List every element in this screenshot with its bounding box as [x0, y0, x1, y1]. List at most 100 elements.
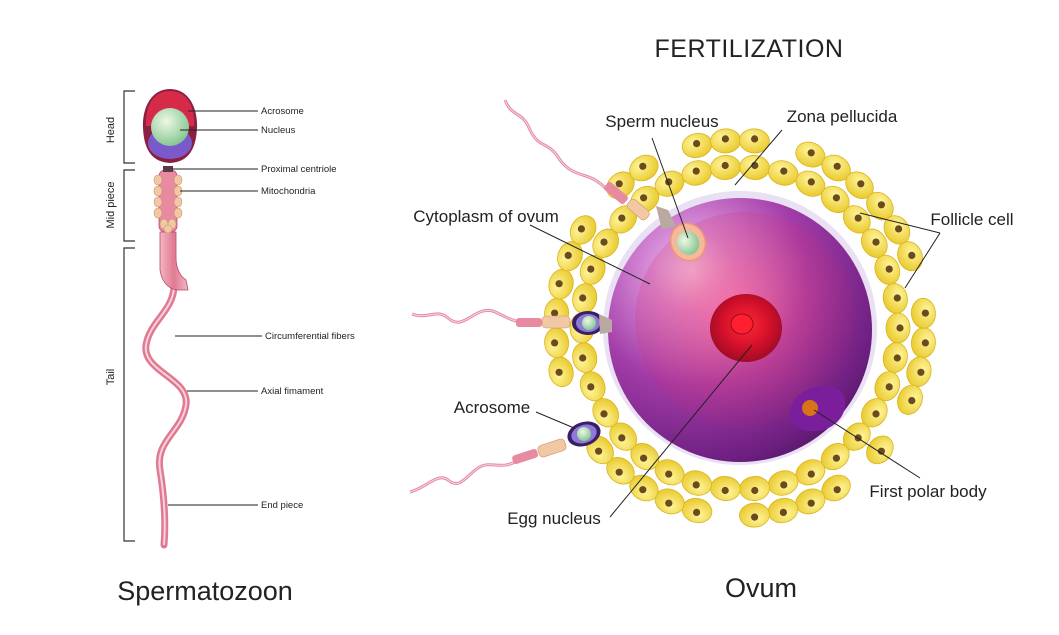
follicle-cell-nucleus: [854, 214, 862, 222]
follicle-cell-nucleus: [640, 454, 648, 462]
tail-bracket: [123, 247, 135, 542]
follicle-cell-nucleus: [639, 162, 647, 170]
follicle-cell-nucleus: [893, 354, 901, 362]
sperm-nucleus-label: Sperm nucleus: [605, 112, 718, 131]
sperm-mito-middle: [541, 315, 571, 329]
follicle-cell-nucleus: [921, 309, 930, 317]
nucleus-label: Nucleus: [261, 125, 296, 136]
follicle-cell-nucleus: [908, 397, 916, 405]
follicle-cell-nucleus: [751, 486, 759, 495]
follicle-cell-nucleus: [908, 251, 916, 259]
circumferential-fibers-label: Circumferential fibers: [265, 331, 355, 342]
follicle-cell-nucleus: [551, 339, 559, 347]
cytoplasm-label: Cytoplasm of ovum: [413, 207, 559, 226]
follicle-cell-nucleus: [857, 180, 865, 188]
follicle-cell-nucleus: [917, 368, 925, 376]
follicle-cell-label: Follicle cell: [930, 210, 1013, 229]
follicle-cell-leader-1: [859, 212, 941, 234]
follicle-cell-nucleus: [665, 470, 673, 478]
follicle-cell-nucleus: [600, 238, 608, 246]
mitochondria-spiral: [153, 174, 183, 234]
follicle-cell-nucleus: [615, 468, 623, 476]
sperm-nucleus-leader: [651, 137, 689, 239]
proximal-centriole-label: Proximal centriole: [261, 164, 337, 175]
follicle-cell-leader-2: [904, 232, 941, 289]
follicle-cell-nucleus: [833, 486, 841, 494]
follicle-cell-nucleus: [885, 383, 893, 391]
sperm-head-nucleus: [151, 108, 189, 146]
follicle-cell-nucleus: [779, 508, 788, 516]
follicle-cell-nucleus: [693, 140, 701, 148]
head-bracket: [123, 90, 135, 164]
follicle-cell-nucleus: [721, 486, 729, 495]
follicle-cell-nucleus: [692, 481, 700, 489]
follicle-cell-nucleus: [665, 499, 673, 507]
proximal-centriole: [163, 166, 173, 172]
follicle-cell-nucleus: [693, 508, 701, 516]
follicle-cell-nucleus: [895, 225, 903, 233]
follicle-cell-nucleus: [692, 167, 700, 175]
follicle-cell-nucleus: [807, 470, 815, 478]
sperm-mito-top: [626, 199, 650, 221]
follicle-cell-nucleus: [780, 167, 788, 175]
mid-piece-region-label: Mid piece: [105, 181, 117, 228]
sperm-mito-bottom: [537, 438, 567, 458]
acrosome-ovum-label: Acrosome: [454, 398, 531, 417]
egg-nucleus-leader: [609, 344, 753, 518]
cytoplasm-leader: [529, 224, 651, 285]
follicle-cell-nucleus: [893, 294, 901, 302]
egg-nucleus-label: Egg nucleus: [507, 509, 601, 528]
sperm-midpiece-middle: [516, 318, 542, 327]
first-polar-body-leader: [813, 409, 921, 479]
axial-filament-label: Axial fimament: [261, 386, 324, 397]
follicle-cell-nucleus: [877, 201, 886, 209]
polar-body-nucleus: [802, 400, 818, 416]
mid-piece-bracket: [123, 169, 135, 242]
follicle-cell-nucleus: [577, 225, 586, 233]
mitochondria-label: Mitochondria: [261, 186, 316, 197]
follicle-cell-nucleus: [751, 513, 759, 521]
acrosome-label: Acrosome: [261, 106, 304, 117]
follicle-cells: [544, 128, 936, 528]
follicle-cell-nucleus: [579, 354, 587, 362]
end-piece-label: End piece: [261, 500, 303, 511]
zona-pellucida-leader: [734, 129, 783, 186]
zona-pellucida-label: Zona pellucida: [787, 107, 898, 126]
follicle-cell-nucleus: [640, 194, 648, 202]
ovum-caption: Ovum: [725, 573, 797, 603]
follicle-cell-nucleus: [618, 214, 626, 222]
follicle-cell-nucleus: [564, 251, 572, 259]
sperm-tail-bottom: [409, 460, 516, 494]
follicle-cell-nucleus: [615, 180, 623, 188]
acrosome-ovum-leader: [535, 411, 575, 429]
sperm-entry-zona: [656, 206, 676, 230]
diagram-title: FERTILIZATION: [655, 35, 844, 63]
follicle-cell-nucleus: [872, 410, 880, 418]
follicle-cell-nucleus: [832, 194, 841, 202]
follicle-cell-nucleus: [721, 161, 729, 170]
follicle-cell-nucleus: [896, 324, 904, 332]
follicle-cell-nucleus: [551, 309, 559, 317]
follicle-cell-nucleus: [807, 499, 815, 507]
follicle-cell-nucleus: [721, 135, 730, 143]
follicle-cell-nucleus: [600, 410, 608, 418]
follicle-cell-nucleus: [587, 265, 595, 273]
follicle-cell-nucleus: [639, 486, 647, 494]
follicle-cell-nucleus: [555, 368, 563, 376]
follicle-cell-nucleus: [587, 383, 595, 391]
follicle-cell-nucleus: [618, 434, 626, 442]
follicle-cell-nucleus: [872, 238, 880, 246]
follicle-cell-nucleus: [579, 294, 587, 302]
sperm-midpiece-bottom: [512, 448, 539, 464]
ovum-illustration: Sperm nucleus Zona pellucida Cytoplasm o…: [409, 99, 1014, 603]
sperm-tail: [142, 278, 190, 549]
follicle-cell-nucleus: [780, 481, 788, 489]
follicle-cell-nucleus: [832, 454, 841, 462]
follicle-cell-nucleus: [807, 178, 815, 186]
follicle-cell-nucleus: [833, 162, 841, 170]
head-region-label: Head: [105, 117, 117, 143]
follicle-cell-nucleus: [877, 447, 886, 455]
tail-region-label: Tail: [105, 369, 117, 386]
sperm-midpiece-top: [604, 182, 628, 204]
sperm-tail-upper: [159, 231, 189, 291]
